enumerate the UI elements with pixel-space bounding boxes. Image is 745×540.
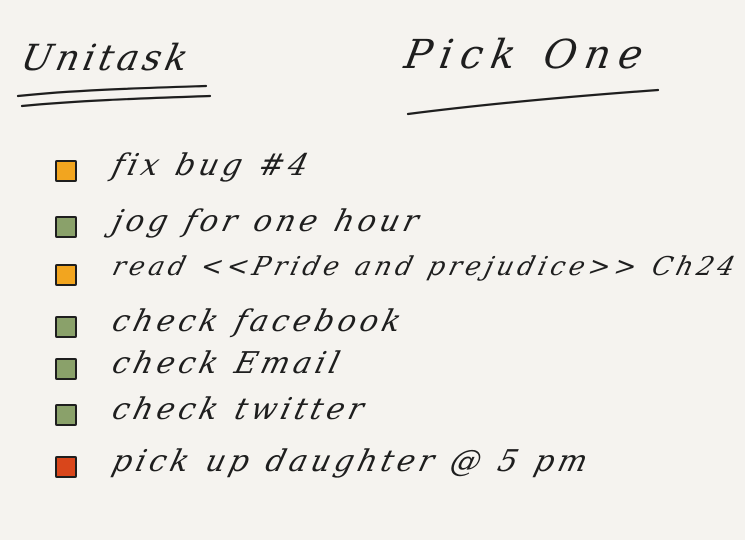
right-title: Pick One	[400, 32, 655, 78]
right-title-underline	[406, 88, 660, 116]
task-checkbox[interactable]	[55, 404, 77, 426]
task-checkbox[interactable]	[55, 456, 77, 478]
task-label: fix bug #4	[108, 148, 317, 183]
task-label: pick up daughter @ 5 pm	[108, 444, 596, 479]
task-item[interactable]: check facebook	[55, 304, 745, 348]
left-title-underline	[16, 84, 212, 108]
task-checkbox[interactable]	[55, 264, 77, 286]
task-item[interactable]: check twitter	[55, 392, 745, 436]
task-label: read <<Pride and prejudice>> Ch24	[109, 252, 742, 282]
task-checkbox[interactable]	[55, 316, 77, 338]
task-label: check facebook	[108, 304, 409, 339]
task-label: check Email	[108, 346, 348, 381]
task-item[interactable]: fix bug #4	[55, 148, 745, 192]
task-label: check twitter	[108, 392, 372, 427]
task-item[interactable]: jog for one hour	[55, 204, 745, 248]
task-checkbox[interactable]	[55, 160, 77, 182]
task-checkbox[interactable]	[55, 358, 77, 380]
handwritten-note-page: Unitask Pick One fix bug #4 jog for one …	[16, 32, 742, 479]
task-checkbox[interactable]	[55, 216, 77, 238]
task-item[interactable]: pick up daughter @ 5 pm	[55, 444, 745, 488]
left-title: Unitask	[17, 38, 196, 79]
task-item[interactable]: check Email	[55, 346, 745, 390]
task-item[interactable]: read <<Pride and prejudice>> Ch24	[55, 252, 745, 296]
task-label: jog for one hour	[108, 204, 427, 239]
